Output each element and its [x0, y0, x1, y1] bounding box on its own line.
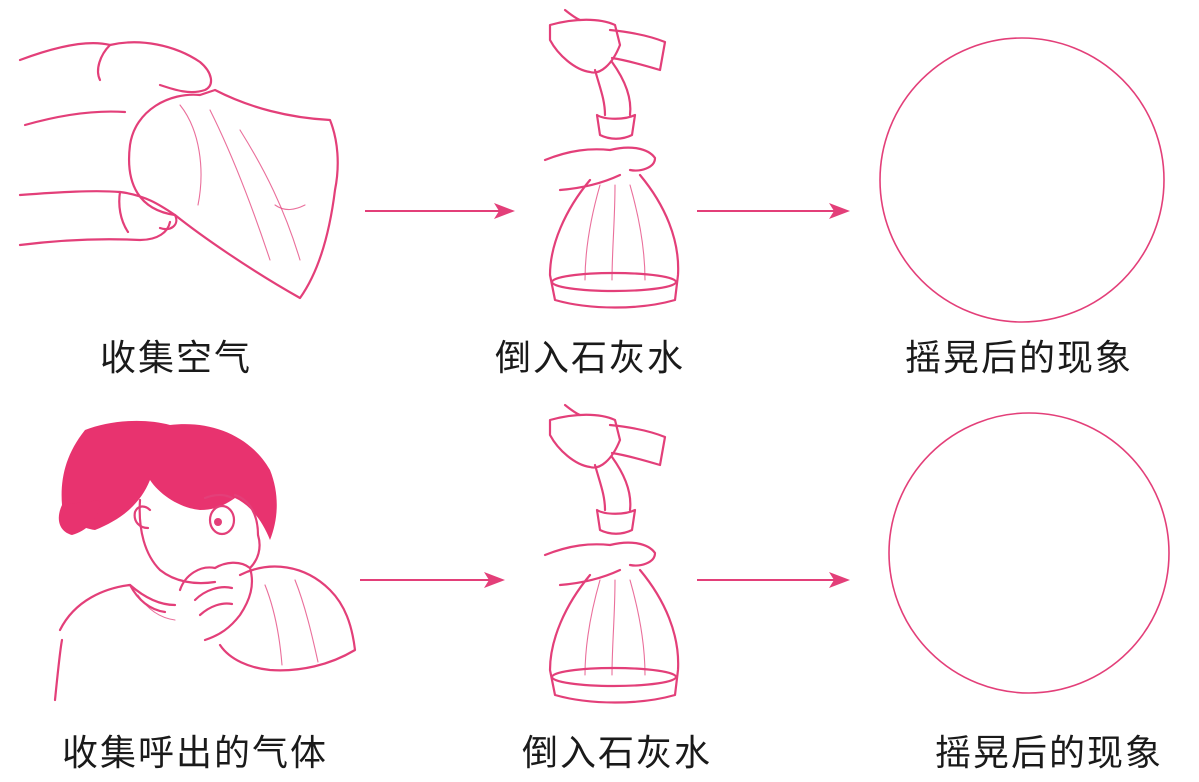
arrow-right-icon: [697, 572, 850, 588]
row1-step1-caption: 收集空气: [100, 338, 252, 379]
row2-step3-caption: 摇晃后的现象: [935, 733, 1163, 774]
hands-collecting-air-illustration: [18, 41, 339, 300]
pouring-limewater-illustration-row2: [543, 403, 680, 704]
arrow-right-icon: [697, 203, 850, 219]
row2-step1-caption: 收集呼出的气体: [62, 733, 328, 774]
girl-breathing-into-bag-illustration: [53, 420, 357, 702]
row2-step2-caption: 倒入石灰水: [522, 733, 712, 774]
row2-observation-circle: [888, 412, 1170, 694]
row1-step2-caption: 倒入石灰水: [495, 338, 685, 379]
arrow-right-icon: [360, 572, 505, 588]
arrow-right-icon: [365, 203, 515, 219]
pouring-limewater-illustration-row1: [543, 8, 680, 309]
row1-step3-caption: 摇晃后的现象: [905, 338, 1133, 379]
row1-observation-circle: [879, 37, 1165, 323]
